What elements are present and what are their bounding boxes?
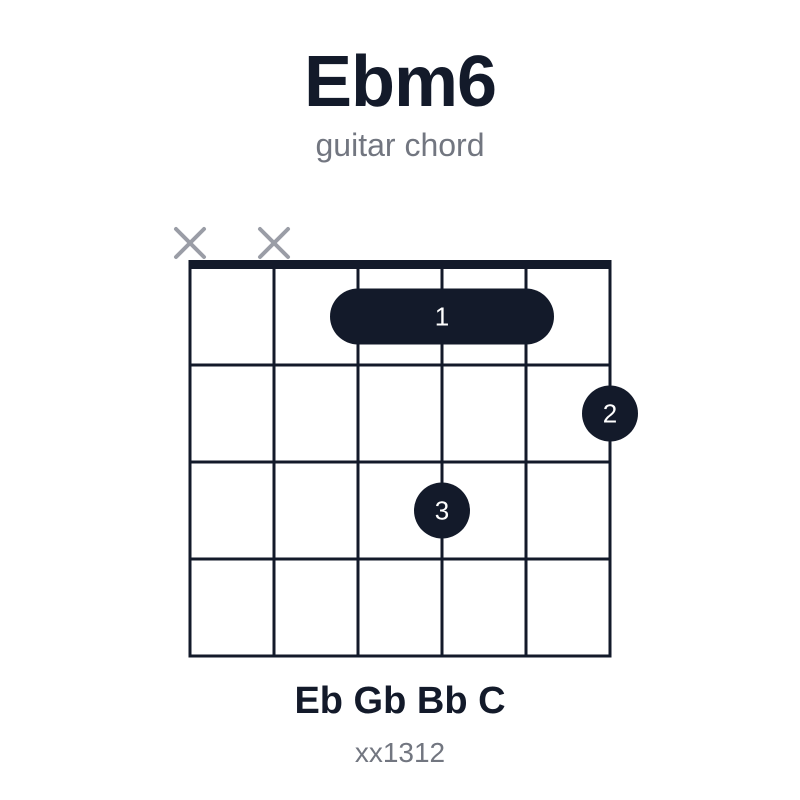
nut — [188, 260, 612, 269]
instrument-label: guitar chord — [315, 127, 485, 163]
barre — [330, 288, 554, 345]
barre-finger-label: 1 — [435, 302, 449, 332]
finger-label: 2 — [603, 399, 617, 429]
muted-string-mark — [174, 227, 206, 259]
muted-string-mark — [258, 227, 290, 259]
finger-dot — [414, 482, 470, 539]
finger-dot — [582, 385, 638, 442]
chord-fingering: xx1312 — [354, 737, 446, 768]
chord-name: Ebm6 — [303, 42, 497, 122]
finger-label: 3 — [435, 496, 449, 526]
chord-notes: Eb Gb Bb C — [294, 680, 506, 722]
